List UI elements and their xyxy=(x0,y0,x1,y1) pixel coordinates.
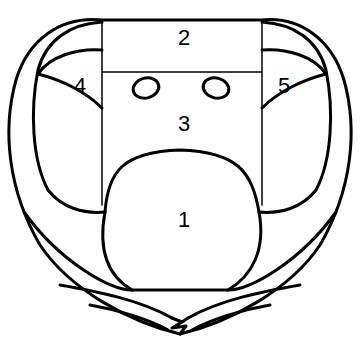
callout-number: 1 xyxy=(178,209,190,231)
callout-number: 2 xyxy=(178,27,190,49)
callout-number: 3 xyxy=(178,113,190,135)
callout-number: 4 xyxy=(74,75,86,97)
callout-number: 5 xyxy=(278,75,290,97)
